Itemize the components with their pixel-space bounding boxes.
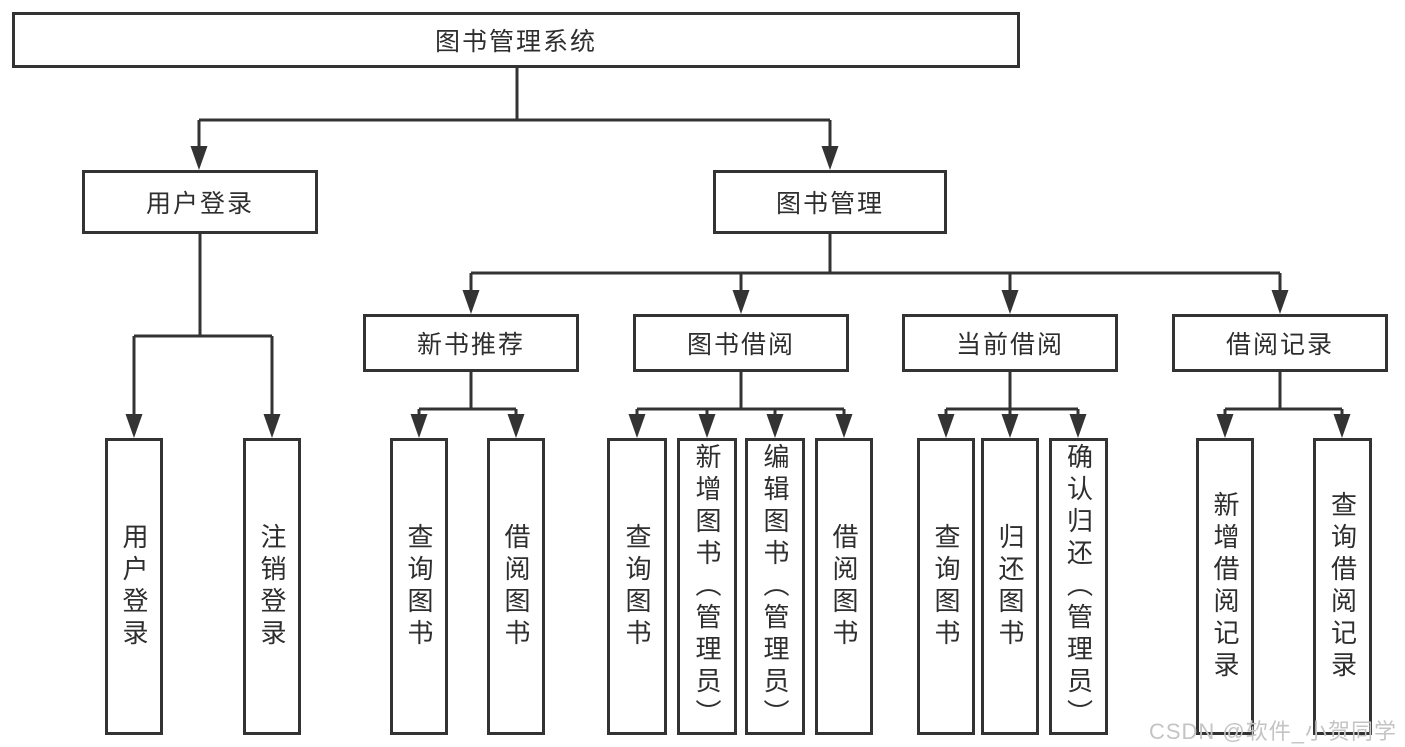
leaf-logout: 注销登录 (243, 438, 301, 735)
watermark: CSDN @软件_小贺同学 (1148, 719, 1397, 744)
leaf-borrow-borrow-books: 借阅图书 (815, 438, 873, 735)
leaf-user-login: 用户登录 (105, 438, 163, 735)
leaf-newbook-query-books: 查询图书 (390, 438, 448, 735)
leaf-records-query: 查询借阅记录 (1313, 438, 1372, 735)
node-user-login: 用户登录 (82, 170, 318, 234)
leaf-records-add: 新增借阅记录 (1196, 438, 1254, 735)
node-book-borrow: 图书借阅 (633, 314, 849, 372)
arrowhead-icons (125, 146, 1351, 438)
leaf-current-confirm-return-admin: 确认归还（管理员） (1049, 438, 1108, 735)
node-new-book-recommend: 新书推荐 (363, 314, 579, 372)
node-current-borrow: 当前借阅 (902, 314, 1118, 372)
node-borrow-records: 借阅记录 (1172, 314, 1388, 372)
leaf-borrow-query-books: 查询图书 (607, 438, 667, 735)
leaf-borrow-edit-books-admin: 编辑图书（管理员） (745, 438, 805, 735)
leaf-borrow-add-books-admin: 新增图书（管理员） (677, 438, 737, 735)
leaf-current-return-books: 归还图书 (981, 438, 1039, 735)
leaf-newbook-borrow-books: 借阅图书 (487, 438, 545, 735)
node-book-management: 图书管理 (713, 170, 947, 234)
leaf-current-query-books: 查询图书 (917, 438, 975, 735)
node-root: 图书管理系统 (12, 12, 1020, 68)
